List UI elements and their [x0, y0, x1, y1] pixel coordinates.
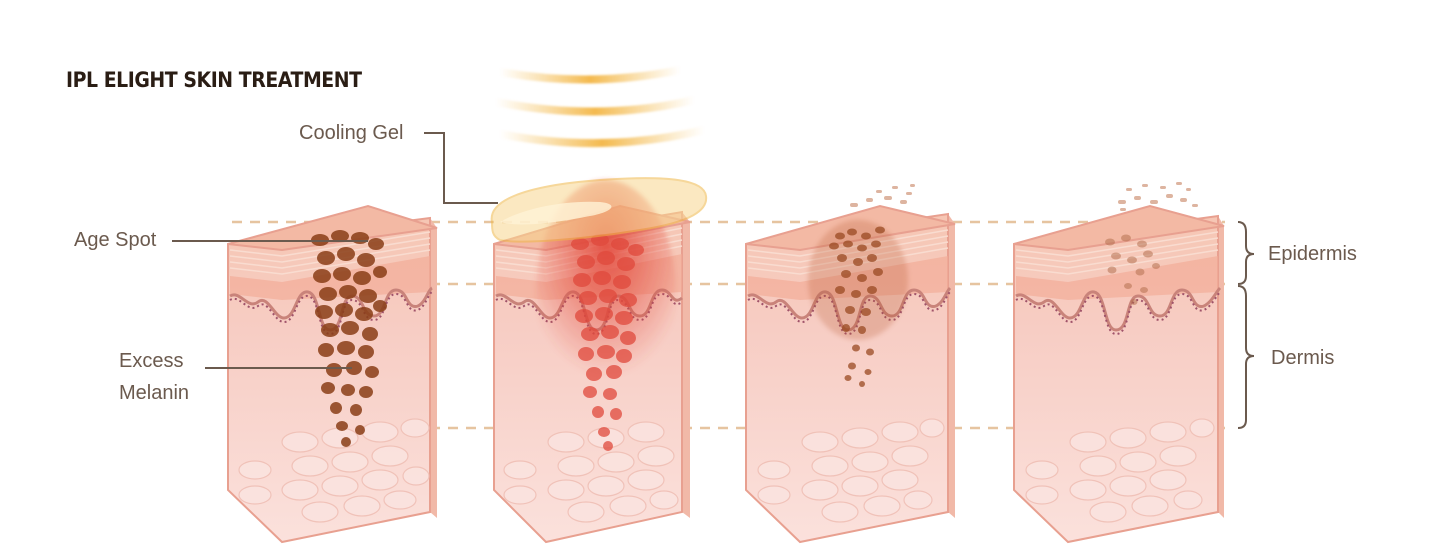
label-age-spot: Age Spot [74, 229, 157, 251]
skin-block-melanin-flaking [1013, 182, 1225, 544]
skin-block-light-applied [490, 66, 708, 544]
label-dermis: Dermis [1271, 347, 1335, 369]
layer-braces [1237, 221, 1255, 429]
dermis-brace-icon [1237, 285, 1255, 429]
skin-block-melanin-rising [745, 184, 956, 544]
leader-lines [172, 132, 498, 369]
label-epidermis: Epidermis [1268, 243, 1357, 265]
epidermis-brace-icon [1237, 221, 1255, 285]
label-cooling-gel: Cooling Gel [299, 122, 404, 144]
cooling-gel-leader [424, 132, 498, 204]
skin-block-untreated [227, 204, 438, 544]
light-waves-icon [492, 66, 708, 148]
label-excess-melanin: Excess Melanin [119, 350, 190, 404]
diagram-title: IPL ELIGHT SKIN TREATMENT [66, 68, 362, 92]
